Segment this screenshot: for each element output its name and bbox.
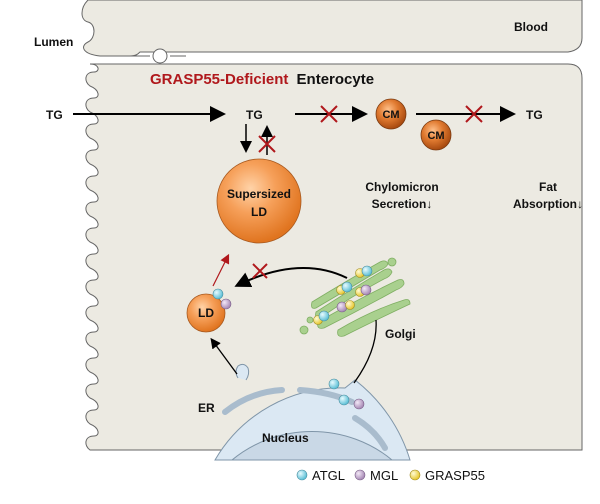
lumen-label: Lumen <box>34 35 73 49</box>
fat-absorption-label-2: Absorption↓ <box>513 197 583 211</box>
legend-grasp55-swatch <box>409 469 421 481</box>
fat-absorption-label-1: Fat <box>539 180 557 194</box>
supersized-ld-label-2: LD <box>251 205 267 219</box>
supersized-ld <box>216 158 302 244</box>
er-lumen <box>352 415 388 451</box>
er-label: ER <box>198 401 215 415</box>
enterocyte-cell <box>85 63 583 451</box>
tg-left-label: TG <box>46 108 63 122</box>
blocked-x-icon <box>258 135 276 153</box>
title-red: GRASP55-Deficient <box>150 71 288 88</box>
blocked-x-icon <box>252 263 268 279</box>
er-to-ld-arrow <box>210 337 238 375</box>
golgi-proteins <box>313 265 373 325</box>
cell-title: GRASP55-Deficient Enterocyte <box>150 71 374 88</box>
supersized-ld-label-1: Supersized <box>227 187 291 201</box>
blocked-x-icon <box>320 105 338 123</box>
tg-mid-label: TG <box>246 108 263 122</box>
legend-atgl-label: ATGL <box>312 468 345 483</box>
nucleus <box>230 430 394 461</box>
atgl-on-ld <box>212 288 224 300</box>
cm2-label: CM <box>427 130 444 142</box>
er-to-golgi-path <box>353 319 377 384</box>
upper-cell <box>81 0 583 57</box>
atgl-protein <box>338 394 350 406</box>
blocked-x-icon <box>465 105 483 123</box>
blood-label: Blood <box>514 20 548 34</box>
er-lumen <box>222 387 285 415</box>
chylomicron-1 <box>375 98 407 130</box>
golgi-to-ld-arrow <box>234 267 348 287</box>
golgi-label: Golgi <box>385 327 416 341</box>
legend-mgl-label: MGL <box>370 468 398 483</box>
mgl-on-ld <box>220 298 232 310</box>
ld-label: LD <box>198 306 214 320</box>
lipid-droplet <box>186 293 226 333</box>
atgl-protein <box>328 378 340 390</box>
legend-mgl-swatch <box>354 469 366 481</box>
junction-circle <box>152 48 168 64</box>
legend-atgl-swatch <box>296 469 308 481</box>
cm1-label: CM <box>382 109 399 121</box>
tg-right-label: TG <box>526 108 543 122</box>
chylomicron-2 <box>420 119 452 151</box>
chylomicron-secretion-label-2: Secretion↓ <box>372 197 433 211</box>
chylomicron-secretion-label-1: Chylomicron <box>365 180 438 194</box>
legend-grasp55-label: GRASP55 <box>425 468 485 483</box>
ld-growth-arrow <box>212 253 230 287</box>
legend: ATGL MGL GRASP55 <box>296 468 485 483</box>
mgl-protein <box>353 398 365 410</box>
title-black: Enterocyte <box>297 71 375 88</box>
nucleus-label: Nucleus <box>262 431 309 445</box>
